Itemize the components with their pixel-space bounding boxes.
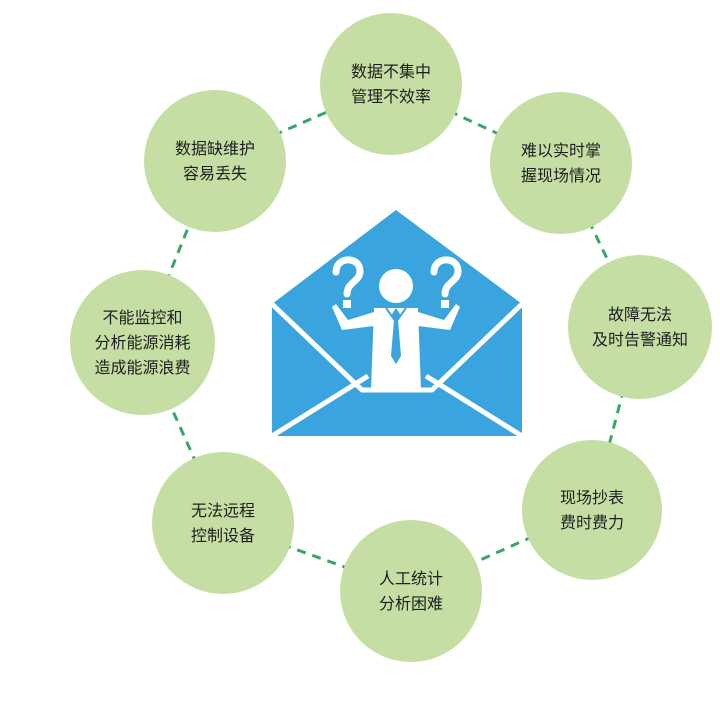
- bubble-data-loss: 数据缺维护 容易丢失: [144, 90, 286, 232]
- bubble-manual-meter-reading: 现场抄表 费时费力: [522, 440, 662, 580]
- bubble-line: 握现场情况: [520, 166, 601, 185]
- bubble-energy-waste: 不能监控和 分析能源消耗 造成能源浪费: [70, 270, 215, 415]
- bubble-manual-statistics: 人工统计 分析困难: [340, 520, 482, 662]
- bubble-line: 分析困难: [378, 594, 443, 613]
- bubble-line: 数据不集中: [350, 62, 431, 81]
- bubble-line: 容易丢失: [182, 164, 247, 183]
- bubble-line: 人工统计: [378, 569, 443, 588]
- bubble-data-not-centralized: 数据不集中 管理不效率: [320, 13, 462, 155]
- bubble-fault-alarm: 故障无法 及时告警通知: [568, 255, 712, 399]
- bubble-line: 不能监控和: [102, 308, 183, 327]
- envelope-businessman-question-icon: [270, 210, 524, 439]
- bubble-line: 故障无法: [607, 305, 672, 324]
- bubble-line: 管理不效率: [350, 87, 431, 106]
- bubble-line: 及时告警通知: [591, 330, 688, 349]
- bubble-line: 无法远程: [190, 501, 255, 520]
- bubble-no-remote-control: 无法远程 控制设备: [152, 452, 294, 594]
- bubble-line: 数据缺维护: [174, 139, 255, 158]
- bubble-realtime-site-status: 难以实时掌 握现场情况: [490, 92, 632, 234]
- bubble-line: 费时费力: [559, 513, 624, 532]
- bubble-line: 现场抄表: [559, 488, 624, 507]
- bubble-line: 造成能源浪费: [94, 358, 191, 377]
- bubble-line: 分析能源消耗: [94, 333, 191, 352]
- bubble-line: 难以实时掌: [520, 141, 601, 160]
- bubble-line: 控制设备: [190, 526, 255, 545]
